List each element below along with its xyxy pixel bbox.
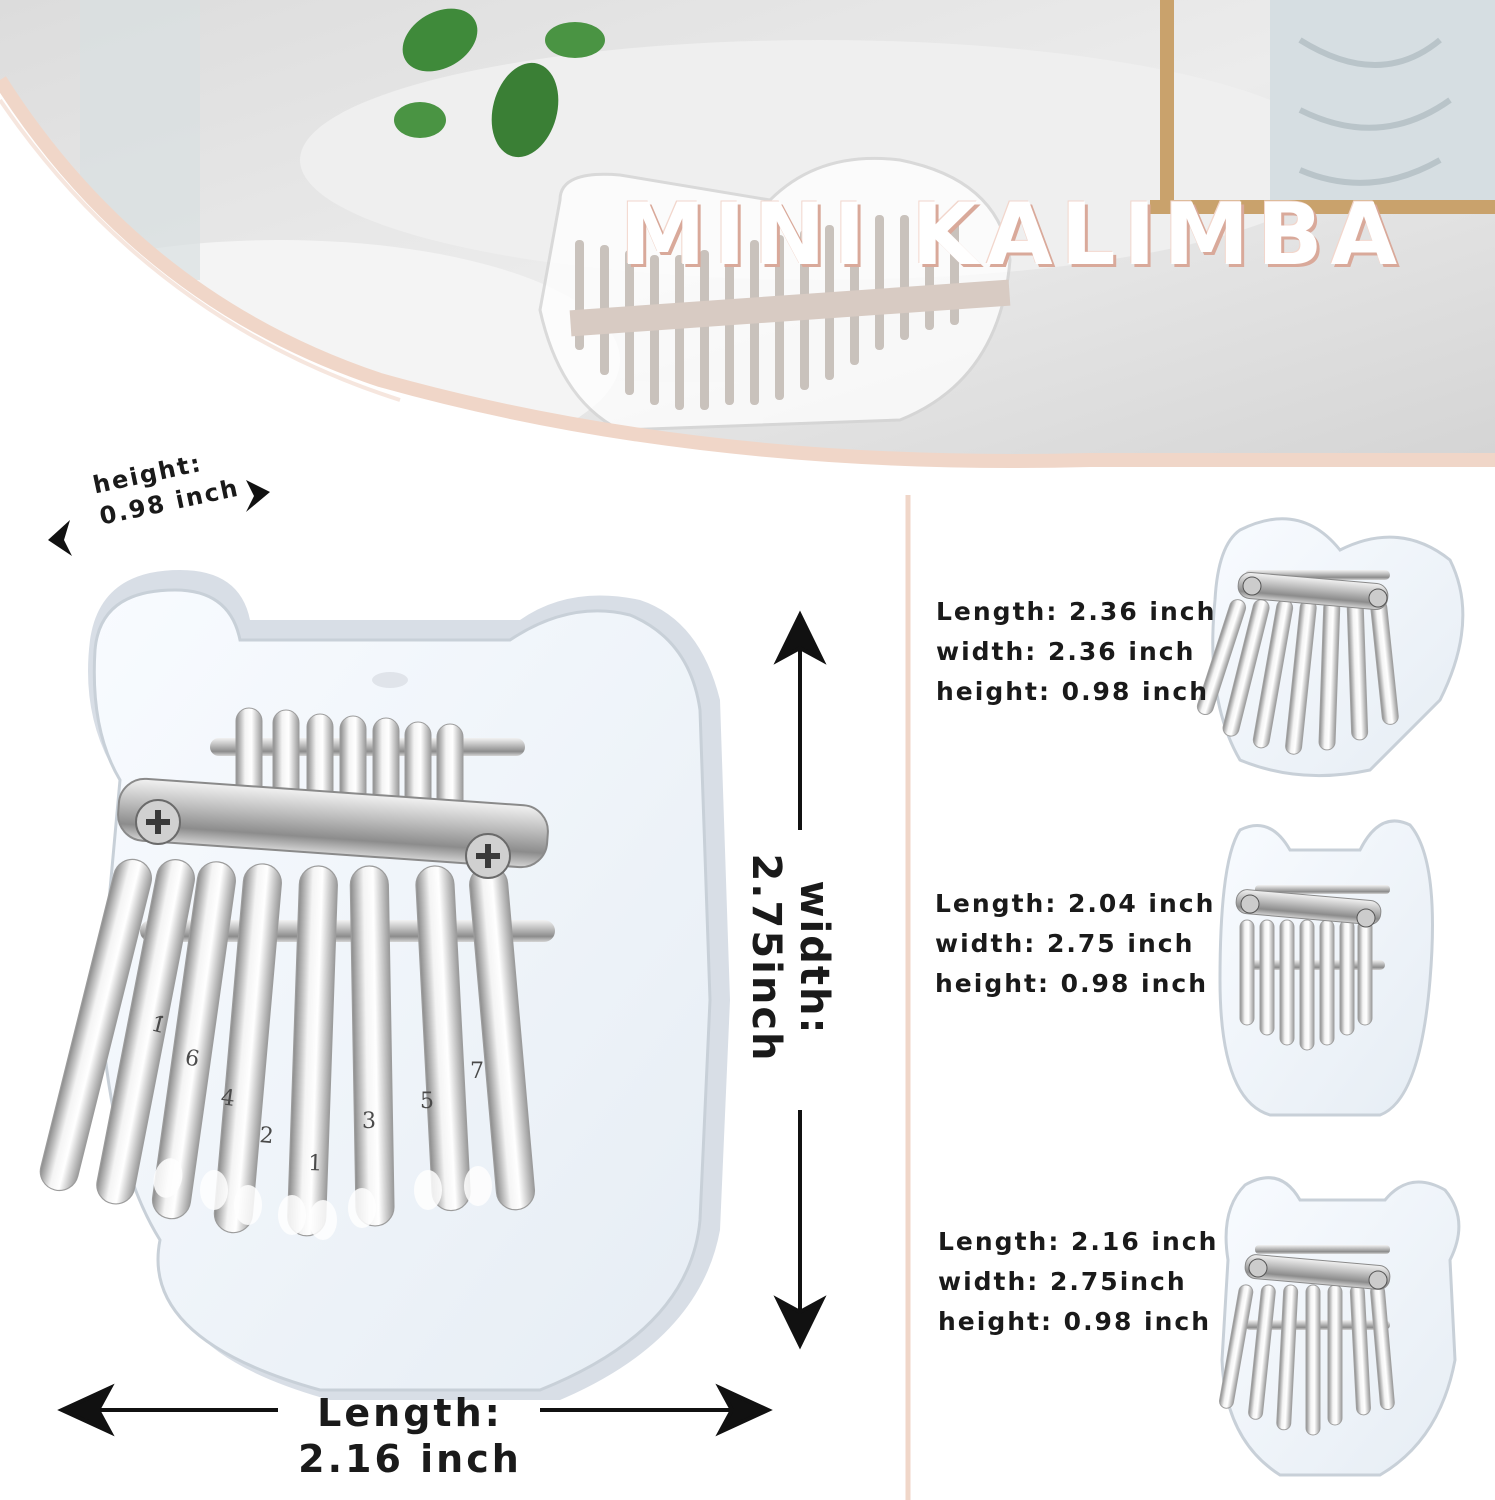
variant-cat-specs: Length: 2.04 inch width: 2.75 inch heigh… <box>935 884 1215 1004</box>
page-title: MINI KALIMBA <box>620 185 1406 285</box>
spec-length: Length: 2.04 inch <box>935 889 1216 918</box>
length-label: Length: <box>317 1391 503 1435</box>
spec-height: height: 0.98 inch <box>935 969 1209 998</box>
clover-leaf-icon <box>394 8 605 158</box>
tine-number: 6 <box>183 1045 202 1072</box>
main-kalimba-image: 1̇ 6 4 2 1 3 5 7 <box>39 570 730 1400</box>
spec-width: width: 2.36 inch <box>936 637 1196 666</box>
width-value: 2.75inch <box>743 853 789 1063</box>
spec-length: Length: 2.16 inch <box>938 1227 1219 1256</box>
spec-length: Length: 2.36 inch <box>936 597 1217 626</box>
tine-number: 2 <box>258 1123 274 1149</box>
tine-number: 3 <box>362 1109 376 1134</box>
width-dimension-label: width: 2.75inch <box>742 808 838 1108</box>
hero-border <box>0 76 1495 468</box>
variant-bear-specs: Length: 2.16 inch width: 2.75inch height… <box>938 1222 1218 1342</box>
spec-width: width: 2.75inch <box>938 1267 1187 1296</box>
height-arrows <box>48 480 270 556</box>
tine-number: 7 <box>470 1059 484 1084</box>
screw-icon <box>135 799 181 845</box>
variant-heart-image <box>1196 517 1465 778</box>
length-arrow <box>57 1383 773 1437</box>
variant-heart-specs: Length: 2.36 inch width: 2.36 inch heigh… <box>936 592 1216 712</box>
tine-number: 1 <box>308 1151 323 1176</box>
length-value: 2.16 inch <box>298 1437 522 1481</box>
tine-number: 4 <box>219 1085 236 1112</box>
screw-icon <box>465 833 511 879</box>
width-label: width: <box>791 880 837 1036</box>
tine-number: 5 <box>420 1089 434 1114</box>
variant-bear-image <box>1219 1176 1461 1477</box>
width-arrow <box>773 610 827 1350</box>
hero-kalimba <box>538 156 1012 432</box>
spec-height: height: 0.98 inch <box>938 1307 1212 1336</box>
variant-cat-image <box>1218 819 1434 1117</box>
spec-width: width: 2.75 inch <box>935 929 1195 958</box>
length-dimension-label: Length: 2.16 inch <box>280 1390 540 1482</box>
tine-number: 1̇ <box>149 1012 169 1040</box>
spec-height: height: 0.98 inch <box>936 677 1210 706</box>
